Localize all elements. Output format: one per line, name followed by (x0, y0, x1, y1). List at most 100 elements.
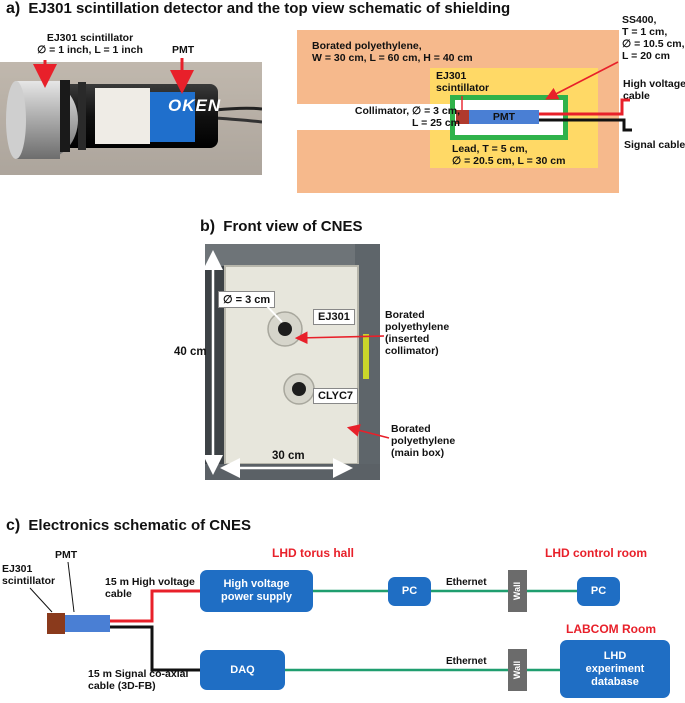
panel-a-heading: a) EJ301 scintillation detector and the … (6, 0, 510, 18)
db-line3: database (591, 675, 639, 688)
hv-power-supply-box: High voltage power supply (200, 570, 313, 612)
pmt-c-pointer (67, 561, 75, 613)
hole-diameter-label: ∅ = 3 cm (218, 291, 276, 308)
schem-scint-label-line2: scintillator (436, 82, 490, 94)
schematic-signal-cable (539, 118, 632, 132)
signal-cable-label: Signal cable (624, 139, 685, 151)
main-box-label-line1: Borated (391, 423, 431, 435)
schematic-pmt: PMT (469, 110, 539, 124)
main-box-label: Borated polyethylene (main box) (391, 423, 455, 459)
lead-label-line2: ∅ = 20.5 cm, L = 30 cm (452, 155, 566, 167)
torus-hall-pc-label: PC (401, 585, 418, 597)
hv-cable-line (110, 589, 200, 623)
ss400-arrow (545, 61, 619, 100)
wall-block-1: Wall (508, 570, 527, 612)
schematic-scintillator (456, 110, 469, 124)
ss400-label: SS400, T = 1 cm, ∅ = 10.5 cm, L = 20 cm (622, 14, 685, 62)
panel-c-letter: c) (6, 517, 21, 534)
panel-b-heading: b) Front view of CNES (200, 218, 362, 236)
detector-photo-svg (0, 62, 263, 175)
insert-label-line2: polyethylene (385, 321, 450, 333)
control-room-pc-box: PC (577, 577, 620, 606)
photo-sticker-text: OKEN (168, 96, 222, 115)
schematic-bpe-label: Borated polyethylene, W = 30 cm, L = 60 … (312, 40, 473, 64)
inserted-collimator-arrow (294, 331, 385, 345)
control-room-label: LHD control room (545, 546, 647, 560)
panel-a-title: EJ301 scintillation detector and the top… (28, 0, 511, 17)
scint-c-pointer (29, 587, 53, 613)
photo-pmt-label: PMT (172, 44, 195, 56)
experiment-database-box: LHD experiment database (560, 640, 670, 698)
ss400-label-line1: SS400, (622, 14, 657, 26)
control-room-pc-label: PC (590, 585, 607, 597)
ss400-label-line3: ∅ = 10.5 cm, (622, 38, 685, 50)
sig-cable-c-line2: cable (3D-FB) (88, 680, 156, 692)
panel-b-letter: b) (200, 218, 216, 235)
hv-supply-line2: power supply (221, 591, 292, 603)
collimator-label: Collimator, ∅ = 3 cm, L = 25 cm (324, 105, 460, 129)
daq-label: DAQ (230, 663, 255, 676)
height-dimension-label: 40 cm (174, 346, 207, 358)
labcom-room-label: LABCOM Room (566, 622, 656, 636)
scint-c-line2: scintillator (2, 575, 56, 587)
collimator-label-line2: L = 25 cm (412, 117, 460, 129)
ethernet-label-2: Ethernet (446, 656, 487, 667)
pmt-block-c (65, 615, 110, 632)
db-line2: experiment (585, 662, 645, 675)
photo-scint-label-line1: EJ301 scintillator (46, 32, 134, 44)
panel-c-heading: c) Electronics schematic of CNES (6, 517, 251, 535)
schematic-scint-label: EJ301 scintillator (436, 70, 489, 94)
ss400-shield (450, 95, 568, 140)
cnes-photo (205, 244, 380, 480)
schematic-hv-cable (539, 98, 630, 116)
photo-scint-label-line2: ∅ = 1 inch, L = 1 inch (37, 44, 143, 56)
insert-label-line1: Borated (385, 309, 425, 321)
schematic-pmt-label: PMT (492, 111, 516, 123)
scintillator-block-c (47, 613, 65, 634)
panel-c-title: Electronics schematic of CNES (28, 517, 251, 534)
wall-1-label: Wall (512, 581, 523, 601)
ss400-label-line4: L = 20 cm (622, 50, 670, 62)
insert-label-line3: (inserted (385, 333, 430, 345)
wall-2-label: Wall (512, 660, 523, 680)
lead-label: Lead, T = 5 cm, ∅ = 20.5 cm, L = 30 cm (452, 143, 565, 167)
scintillator-label-c: EJ301 scintillator (2, 563, 55, 587)
hv-cable-label-line1: High voltage (623, 78, 685, 90)
inserted-collimator-label: Borated polyethylene (inserted collimato… (385, 309, 449, 357)
main-box-label-line2: polyethylene (391, 435, 456, 447)
collimator-label-line1: Collimator, ∅ = 3 cm, (354, 105, 460, 117)
hv-cable-label-c: 15 m High voltage cable (105, 576, 195, 600)
ej301-port-label: EJ301 (313, 309, 355, 325)
ethernet-label-1: Ethernet (446, 577, 487, 588)
signal-cable-line (110, 625, 200, 672)
bpe-label-line2: W = 30 cm, L = 60 cm, H = 40 cm (312, 52, 473, 64)
torus-hall-label: LHD torus hall (272, 546, 355, 560)
hv-supply-line1: High voltage (223, 578, 290, 590)
main-box-label-line3: (main box) (391, 447, 445, 459)
lead-label-line1: Lead, T = 5 cm, (452, 143, 528, 155)
daq-box: DAQ (200, 650, 285, 690)
diameter-pointer (264, 303, 283, 323)
panel-b-title: Front view of CNES (223, 218, 363, 235)
cnes-photo-svg (205, 244, 380, 480)
wall-block-2: Wall (508, 649, 527, 691)
ss400-label-line2: T = 1 cm, (622, 26, 668, 38)
clyc7-port-label: CLYC7 (313, 388, 359, 404)
bpe-label-line1: Borated polyethylene, (312, 40, 422, 52)
pmt-label-c: PMT (55, 549, 78, 561)
schem-scint-label-line1: EJ301 (436, 70, 467, 82)
torus-hall-pc-box: PC (388, 577, 431, 606)
db-line1: LHD (603, 649, 627, 662)
insert-label-line4: collimator) (385, 345, 439, 357)
hv-cable-c-line2: cable (105, 588, 132, 600)
panel-a-letter: a) (6, 0, 21, 17)
collimator-channel (297, 104, 463, 130)
hv-cable-label: High voltage cable (623, 78, 685, 102)
detector-photo: OKEN (0, 62, 263, 175)
scint-c-line1: EJ301 (2, 563, 33, 575)
main-box-arrow (346, 424, 390, 439)
